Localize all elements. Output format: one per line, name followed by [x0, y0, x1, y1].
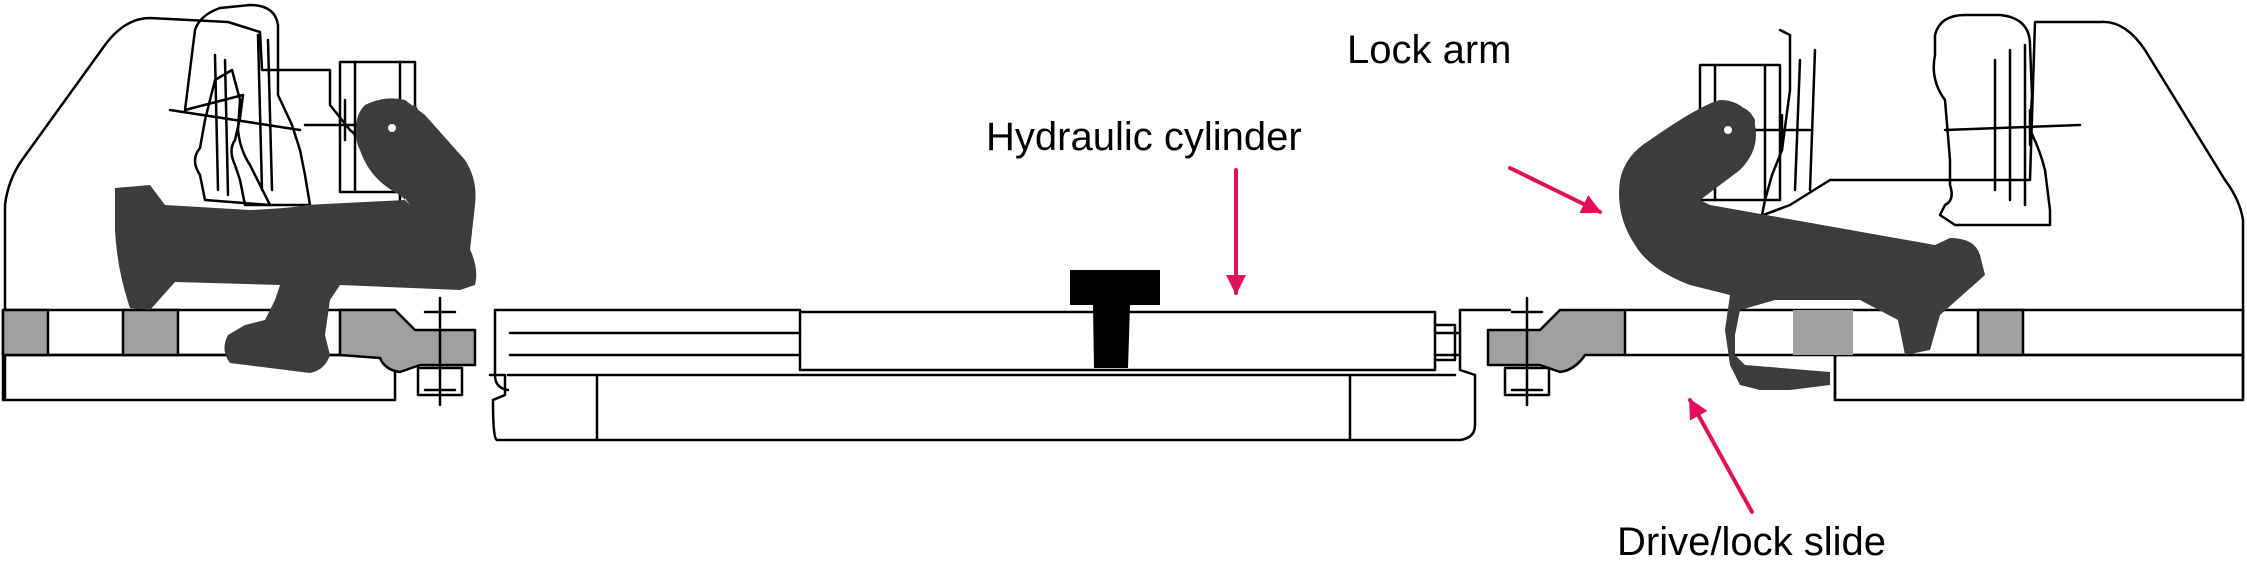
- left-slide-block-2: [121, 308, 180, 357]
- right-centerline: [1943, 123, 2082, 132]
- left-rail-web-2: [223, 58, 230, 197]
- left-drive-slide: [338, 308, 477, 374]
- left-slide-block-1: [1, 308, 50, 357]
- center-base-right-step: [1458, 308, 1477, 377]
- right-drive-slide: [1486, 308, 1627, 374]
- left-rail-web-4: [266, 38, 274, 192]
- drive-lock-slide-arrow: [1688, 398, 1754, 514]
- lock-arm-label: Lock arm: [1347, 28, 1512, 72]
- hydraulic-cylinder-rod-end: [1433, 323, 1457, 362]
- right-bolt: [1510, 296, 1544, 407]
- left-switch-rail: [193, 68, 272, 207]
- right-lock-arm-pin: [1724, 126, 1732, 134]
- left-stock-rail: [183, 3, 312, 207]
- left-rail-web-1: [213, 53, 220, 192]
- hydraulic-cylinder-label: Hydraulic cylinder: [986, 115, 1302, 159]
- left-bolt-base: [416, 366, 464, 397]
- right-housing: [1748, 20, 2245, 400]
- left-lock-arm-head: [356, 98, 476, 285]
- lock-arm-arrow: [1508, 166, 1602, 214]
- right-stock-rail: [1932, 13, 2052, 227]
- left-rail-web-3: [256, 33, 264, 192]
- cylinder-mount-t-block: [1070, 270, 1160, 368]
- left-slide-bar-lower: [1, 353, 397, 402]
- right-slide-bar-lower: [1833, 353, 2245, 402]
- left-bolt: [423, 296, 457, 407]
- right-lock-arm-slot-block: [1793, 310, 1853, 355]
- left-lock-arm-pin: [388, 124, 396, 132]
- right-slide-block-1: [1976, 308, 2025, 357]
- right-bolt-base: [1503, 366, 1551, 397]
- drive-lock-slide-label: Drive/lock slide: [1617, 520, 1886, 564]
- center-base-frame: [491, 373, 1477, 442]
- left-housing: [3, 16, 402, 400]
- right-switch-rail-web: [1793, 48, 1817, 192]
- center-base-left: [488, 373, 507, 402]
- center-rod-left-upper: [493, 308, 802, 357]
- left-slide-bar: [1, 308, 397, 357]
